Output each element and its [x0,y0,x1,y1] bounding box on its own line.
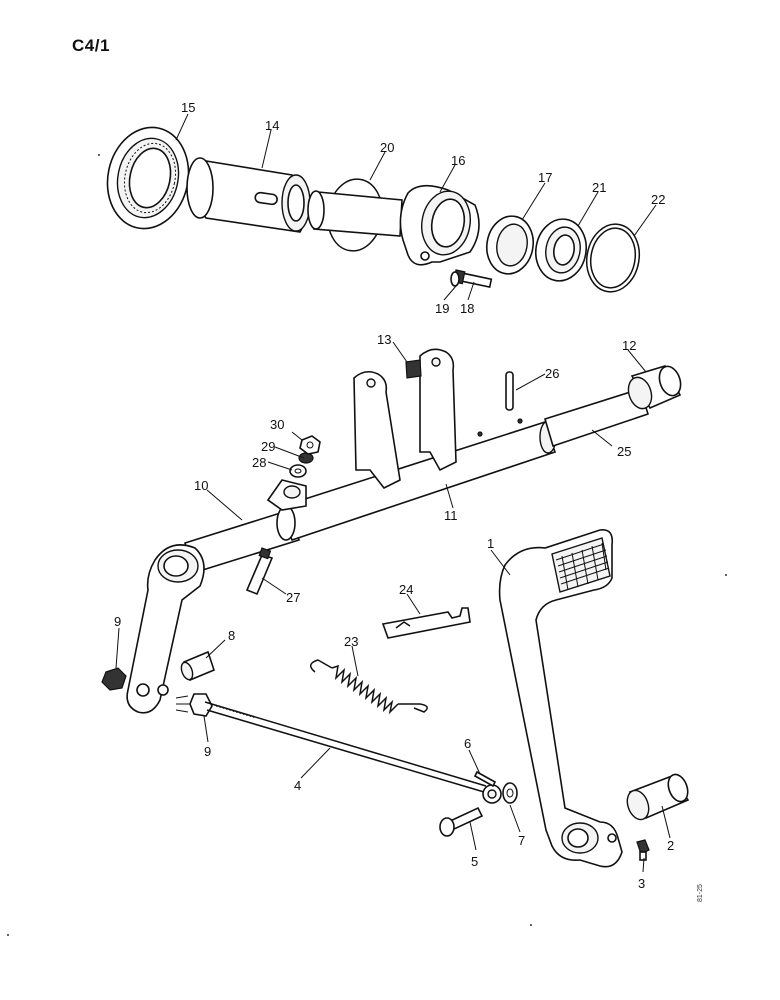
shaft-boss [266,479,307,511]
pin-part-8 [180,650,215,682]
pedal-lever-part-1 [498,528,623,868]
callout-8: 8 [228,628,235,643]
shaft-part-25 [544,387,650,448]
callout-17: 17 [538,170,552,185]
lever-arm [126,544,205,714]
callout-4: 4 [294,778,301,793]
pin-part-26 [505,371,514,411]
callout-18: 18 [460,301,474,316]
grease-nipple-part-3 [636,839,650,861]
callout-16: 16 [451,153,465,168]
pin-part-27 [245,547,274,596]
nut-part-9-upper [101,667,127,691]
bush-part-2 [626,773,690,821]
callout-25: 25 [617,444,631,459]
circlip-part-22 [585,223,641,293]
block-part-13 [405,359,422,379]
callout-29: 29 [261,439,275,454]
leader-lines [115,113,671,873]
callout-9-upper: 9 [114,614,121,629]
clevis-pin-part-5 [439,806,484,837]
callout-15: 15 [181,100,195,115]
callout-11: 11 [444,508,458,523]
rod-part-4 [204,701,502,804]
washer-part-19 [450,271,460,287]
washer-part-29 [298,452,314,464]
drawing-reference-number: 81-25 [697,884,704,902]
plate-part-24 [381,607,471,639]
scan-specks [7,154,727,936]
callout-1: 1 [487,536,494,551]
callout-24: 24 [399,582,413,597]
shaft-part-11 [276,418,557,542]
sleeve-part-14 [186,157,311,233]
callout-3: 3 [638,876,645,891]
selector-fork-left [353,370,401,490]
selector-fork-right [419,348,457,472]
nut-part-30 [299,435,321,455]
washer-part-7 [502,782,518,804]
nut-part-9-lower [175,693,213,717]
callout-9-lower: 9 [204,744,211,759]
split-pin-part-6 [473,770,497,788]
callout-2: 2 [667,838,674,853]
callout-23: 23 [344,634,358,649]
pedal-grip-texture [555,542,610,591]
callout-7: 7 [518,833,525,848]
shaft-segment [307,190,403,237]
page-code: C4/1 [72,36,110,55]
callout-30: 30 [270,417,284,432]
callout-20: 20 [380,140,394,155]
callout-14: 14 [265,118,279,133]
callout-28: 28 [252,455,266,470]
ring-part-17 [485,215,535,275]
callout-13: 13 [377,332,391,347]
callout-19: 19 [435,301,449,316]
callout-22: 22 [651,192,665,207]
bearing-part-21 [534,218,588,282]
callout-12: 12 [622,338,636,353]
callout-26: 26 [545,366,559,381]
callout-labels: 1 2 3 4 5 6 7 8 9 9 10 11 12 13 14 15 16… [114,100,674,891]
callout-27: 27 [286,590,300,605]
callout-10: 10 [194,478,208,493]
spring-part-23 [309,659,428,715]
callout-21: 21 [592,180,606,195]
washer-part-28 [289,464,307,478]
callout-6: 6 [464,736,471,751]
callout-5: 5 [471,854,478,869]
bush-part-12 [627,365,682,410]
bearing-part-15 [106,126,190,230]
housing-part-16 [399,184,480,266]
